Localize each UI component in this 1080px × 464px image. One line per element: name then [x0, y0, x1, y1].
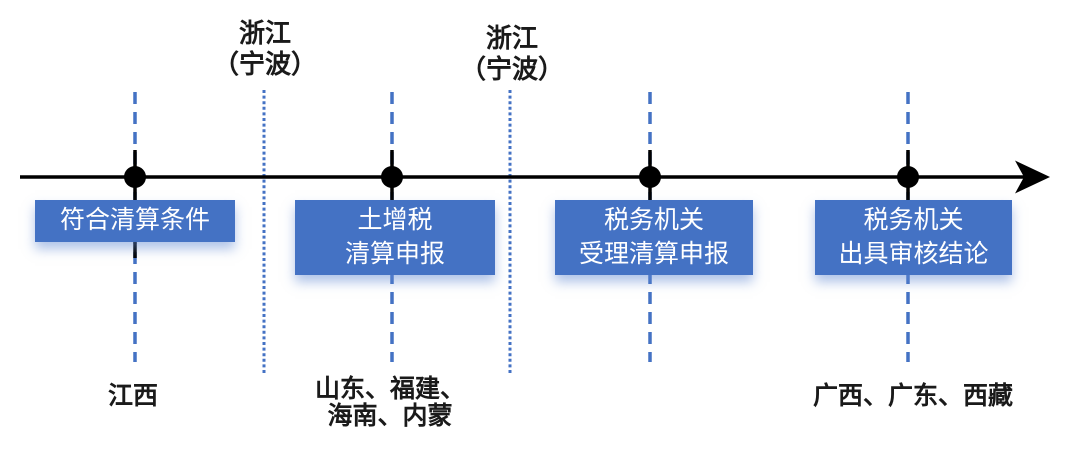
divider-label-zhejiang-ningbo-1: 浙江 （宁波）	[213, 18, 317, 80]
stage-box-authority-conclusion: 税务机关 出具审核结论	[815, 200, 1012, 275]
region-label-line: 广西、广东、西藏	[812, 383, 1014, 410]
stage-box-label: 税务机关	[863, 206, 964, 234]
stage-box-label: 土增税	[357, 206, 433, 234]
region-label-line: 江西	[107, 383, 159, 410]
divider-label-zhejiang-ningbo-2: 浙江 （宁波）	[460, 23, 564, 85]
stage-box-label: 出具审核结论	[838, 240, 989, 268]
region-label-shandong-fujian-hainan-neimeng: 山东、福建、 海南、内蒙	[315, 376, 465, 430]
region-label-line: 山东、福建、	[314, 376, 466, 403]
divider-label-line: （宁波）	[212, 50, 318, 79]
region-label-jiangxi: 江西	[108, 383, 158, 410]
region-label-line: 海南、内蒙	[327, 403, 453, 430]
milestone-dot	[639, 166, 661, 188]
timeline-arrow-icon	[1015, 160, 1050, 194]
stage-box-authority-accepts: 税务机关 受理清算申报	[555, 200, 753, 275]
stage-box-clearance-conditions: 符合清算条件	[35, 200, 235, 242]
stage-box-clearance-filing: 土增税 清算申报	[295, 200, 495, 275]
stage-box-label: 受理清算申报	[578, 240, 729, 268]
stage-box-label: 税务机关	[603, 206, 704, 234]
stage-box-label: 清算申报	[344, 240, 445, 268]
milestone-dot	[381, 166, 403, 188]
region-label-guangxi-guangdong-xizang: 广西、广东、西藏	[813, 383, 1013, 410]
divider-label-line: 浙江	[485, 24, 539, 53]
divider-label-line: 浙江	[238, 19, 292, 48]
stage-box-label: 符合清算条件	[59, 207, 210, 234]
milestone-dot	[124, 166, 146, 188]
milestone-dot	[897, 166, 919, 188]
divider-label-line: （宁波）	[459, 55, 565, 84]
